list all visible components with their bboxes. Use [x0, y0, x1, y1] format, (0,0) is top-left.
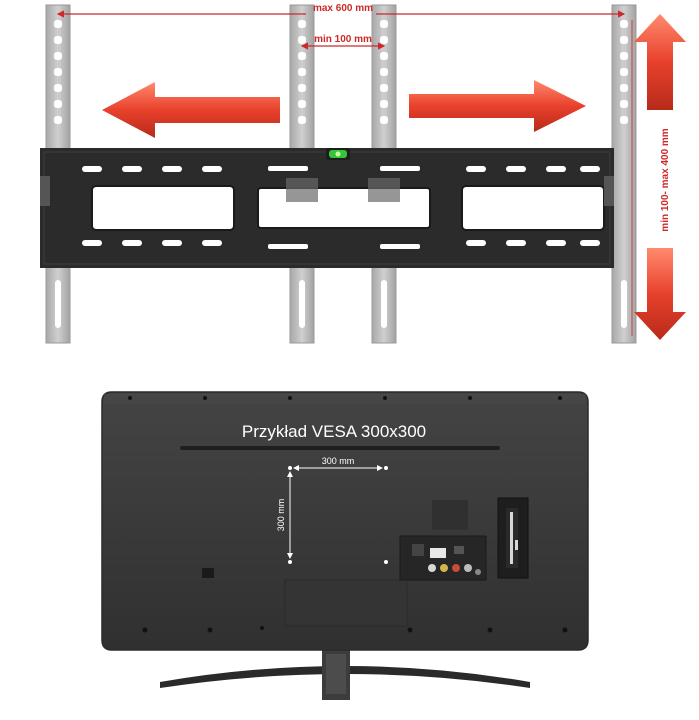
vesa-h-label: 300 mm	[322, 456, 355, 466]
vesa-example-title: Przykład VESA 300x300	[242, 422, 426, 441]
plate-window-left	[91, 185, 235, 231]
arrow-left-icon	[102, 82, 280, 138]
tv-lower-panel	[284, 579, 408, 627]
vesa-horizontal-dimension: 300 mm	[293, 456, 383, 471]
vesa-vertical-dimension: 300 mm	[276, 471, 293, 559]
tv-rear-cover	[432, 500, 468, 530]
wall-bracket: max 600 mm min 100 mm min 100- max 400 m…	[40, 3, 686, 344]
tv-stand	[160, 648, 530, 700]
min-width-label: min 100 mm	[314, 34, 372, 45]
rail-slots-upper	[54, 20, 628, 124]
arrow-down-icon	[634, 248, 686, 340]
plate-window-right	[461, 185, 605, 231]
tv-back-example: 300 mm 300 mm Przykład VESA 300x300	[101, 391, 589, 700]
min-width-dimension: min 100 mm	[300, 34, 386, 50]
side-port-panel	[497, 497, 529, 579]
vertical-range-dimension: min 100- max 400 mm	[631, 20, 671, 336]
tv-vent-line	[180, 446, 500, 450]
vertical-range-arrows	[634, 14, 686, 340]
vesa-v-label: 300 mm	[276, 499, 286, 532]
rail-slots-lower	[55, 280, 627, 328]
plate-window-center	[257, 187, 431, 229]
vertical-range-label: min 100- max 400 mm	[660, 128, 671, 231]
arrow-up-icon	[634, 14, 686, 110]
io-panel	[399, 535, 487, 581]
horizontal-plate	[40, 148, 614, 268]
tv-body	[101, 391, 589, 651]
max-width-dimension: max 600 mm	[56, 3, 626, 18]
max-width-label: max 600 mm	[313, 3, 373, 14]
arrow-right-icon	[409, 80, 586, 132]
vesa-holes	[288, 466, 388, 564]
bubble-level	[326, 148, 350, 160]
power-port	[202, 568, 214, 578]
